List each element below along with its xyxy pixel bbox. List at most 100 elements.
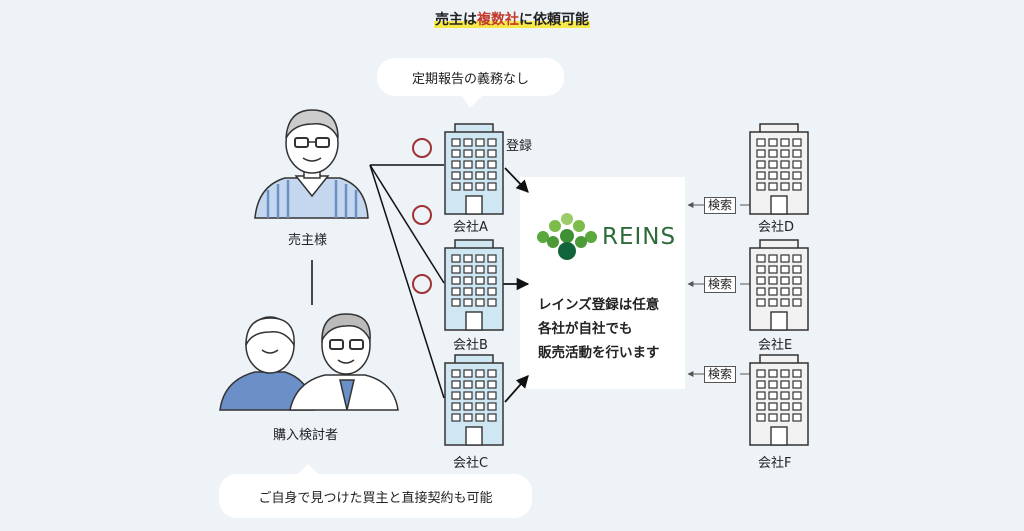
search-tag-e: 検索 [704, 276, 737, 293]
building-window [780, 182, 790, 191]
building-window [451, 402, 461, 411]
building-window [475, 265, 485, 274]
building-window [487, 149, 497, 158]
building-window [792, 287, 802, 296]
building-window [792, 380, 802, 389]
building-window [780, 413, 790, 422]
building-icon-company-d [749, 123, 809, 215]
building-window [451, 160, 461, 169]
building-window [756, 171, 766, 180]
reins-description-line: 各社が自社でも [538, 321, 633, 337]
building-window [463, 287, 473, 296]
company-f-label: 会社F [758, 456, 792, 471]
building-window [768, 413, 778, 422]
building-window [475, 171, 485, 180]
building-window [463, 160, 473, 169]
company-b-label: 会社B [453, 338, 488, 353]
building-window [792, 391, 802, 400]
company-a-label: 会社A [453, 220, 488, 235]
building-window [463, 380, 473, 389]
building-window [768, 171, 778, 180]
building-window [768, 265, 778, 274]
building-window [792, 171, 802, 180]
building-window [780, 149, 790, 158]
building-window [780, 287, 790, 296]
building-window [780, 171, 790, 180]
search-tag-d: 検索 [704, 197, 737, 214]
building-icon-company-f [749, 354, 809, 446]
building-window [780, 298, 790, 307]
bubble-top-tail [462, 96, 482, 108]
building-window [475, 391, 485, 400]
building-window [451, 276, 461, 285]
building-window [487, 160, 497, 169]
ok-circles [412, 138, 432, 294]
building-icon-company-a [444, 123, 504, 215]
bubble-top: 定期報告の義務なし [377, 58, 564, 96]
building-window [756, 287, 766, 296]
building-icon-company-b [444, 239, 504, 331]
building-window [780, 265, 790, 274]
building-window [463, 182, 473, 191]
building-window [475, 254, 485, 263]
building-window [756, 413, 766, 422]
building-window [451, 391, 461, 400]
company-d-label: 会社D [758, 220, 795, 235]
register-arrows [503, 167, 530, 403]
building-window [756, 160, 766, 169]
register-label: 登録 [506, 139, 533, 154]
seller-label: 売主様 [288, 233, 328, 248]
building-window [487, 276, 497, 285]
building-window [451, 287, 461, 296]
building-window [475, 413, 485, 422]
building-window [475, 138, 485, 147]
building-window [475, 149, 485, 158]
reins-box [520, 177, 685, 389]
company-e-label: 会社E [758, 338, 793, 353]
building-window [451, 182, 461, 191]
building-window [768, 391, 778, 400]
building-window [756, 182, 766, 191]
building-window [475, 182, 485, 191]
building-window [463, 149, 473, 158]
building-window [756, 298, 766, 307]
building-window [756, 138, 766, 147]
building-window [463, 265, 473, 274]
building-window [451, 171, 461, 180]
building-window [780, 380, 790, 389]
building-window [756, 276, 766, 285]
buyers-label: 購入検討者 [273, 428, 339, 443]
building-window [792, 149, 802, 158]
building-window [487, 265, 497, 274]
reins-description-line: 販売活動を行います [538, 345, 660, 361]
search-tag-f: 検索 [704, 366, 737, 383]
building-window [780, 254, 790, 263]
building-window [463, 276, 473, 285]
building-window [463, 391, 473, 400]
building-window [780, 138, 790, 147]
diagram-title: 売主は複数社に依頼可能 [434, 12, 590, 28]
building-window [792, 413, 802, 422]
building-window [780, 160, 790, 169]
building-window [475, 380, 485, 389]
building-window [792, 182, 802, 191]
building-window [487, 298, 497, 307]
building-window [756, 149, 766, 158]
building-icon-company-c [444, 354, 504, 446]
search-arrows [687, 202, 750, 377]
building-window [768, 254, 778, 263]
building-window [792, 369, 802, 378]
building-window [768, 276, 778, 285]
building-window [475, 160, 485, 169]
reins-logo-icon [537, 213, 597, 260]
building-window [487, 369, 497, 378]
building-window [475, 369, 485, 378]
building-window [475, 276, 485, 285]
building-window [463, 171, 473, 180]
bubble-bottom-tail [298, 464, 318, 474]
building-window [792, 160, 802, 169]
building-window [487, 413, 497, 422]
building-window [487, 182, 497, 191]
building-window [451, 254, 461, 263]
